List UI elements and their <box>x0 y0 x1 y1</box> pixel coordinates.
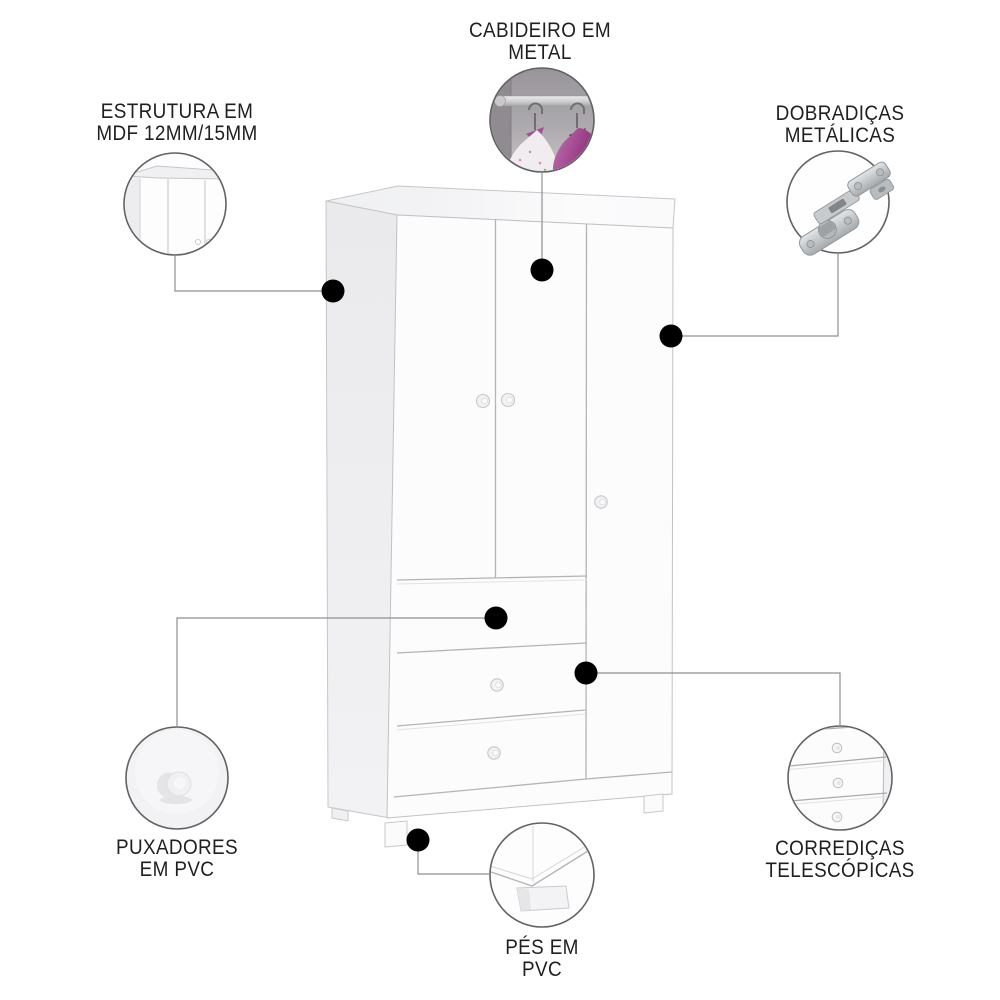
dot-puxadores <box>484 606 508 630</box>
wardrobe-feet <box>331 793 664 848</box>
dot-corredicas <box>574 661 598 685</box>
connector-puxadores <box>176 617 496 726</box>
feature-label-line: MDF 12MM/15MM <box>96 121 258 145</box>
feature-label-cabideiro: CABIDEIRO EM METAL <box>380 19 700 63</box>
callout-estrutura <box>123 152 227 256</box>
foot-front-right <box>643 793 664 814</box>
foot-back-left <box>331 807 349 822</box>
callout-dobradicas <box>786 150 895 256</box>
pvc-foot-detail <box>491 826 589 912</box>
feature-label-line: DOBRADIÇAS <box>775 101 905 125</box>
feature-label-line: ESTRUTURA EM <box>100 99 254 123</box>
wardrobe-illustration <box>325 185 676 848</box>
feature-label-pes: PÉS EM PVC <box>382 936 702 980</box>
connector-pes <box>417 840 490 875</box>
feature-label-line: CABIDEIRO EM <box>469 18 611 42</box>
feature-label-line: TELESCÓPICAS <box>765 858 915 882</box>
dot-cabideiro <box>530 258 554 282</box>
connector-dobradicas <box>671 254 839 337</box>
drawer1-bottom-edge <box>396 642 587 654</box>
metal-hinge-detail <box>798 161 895 256</box>
pvc-knob-detail <box>135 730 219 814</box>
foot-front-left <box>384 820 408 848</box>
cabinet-bottom-edge <box>393 771 673 798</box>
feature-label-line: PÉS EM <box>505 935 579 959</box>
feature-label-dobradicas: DOBRADIÇAS METÁLICAS <box>680 102 1000 146</box>
feature-label-line: CORREDIÇAS <box>775 836 905 860</box>
callout-cabideiro <box>489 67 595 173</box>
connector-estrutura <box>174 256 333 292</box>
joint-highlights <box>396 579 588 731</box>
feature-label-puxadores: PUXADORES EM PVC <box>17 836 337 880</box>
feature-label-line: METÁLICAS <box>784 123 896 147</box>
wardrobe-front-face <box>386 214 674 819</box>
connector-lines <box>174 173 841 875</box>
feature-label-line: PUXADORES <box>116 835 238 859</box>
drawer2-bottom-edge <box>396 709 586 727</box>
connector-corredicas <box>586 672 841 725</box>
corredicas-photo-circle <box>787 725 893 831</box>
callout-dots <box>321 258 683 852</box>
dot-pes <box>406 828 430 852</box>
feature-label-line: EM PVC <box>139 857 215 881</box>
door-and-drawer-joints <box>393 219 673 798</box>
callout-pes <box>489 822 595 928</box>
pes-photo-circle <box>489 822 595 928</box>
feature-label-corredicas: CORREDIÇAS TELESCÓPICAS <box>680 837 1000 881</box>
callout-puxadores <box>125 726 229 830</box>
dot-dobradicas <box>659 324 683 348</box>
feature-label-line: METAL <box>508 40 572 64</box>
feature-label-line: PVC <box>522 957 562 981</box>
dot-estrutura <box>321 279 345 303</box>
callout-corredicas <box>787 725 893 831</box>
door-divider-2 <box>585 223 588 780</box>
feature-label-estrutura: ESTRUTURA EM MDF 12MM/15MM <box>17 100 337 144</box>
doors-bottom-edge <box>396 575 588 581</box>
